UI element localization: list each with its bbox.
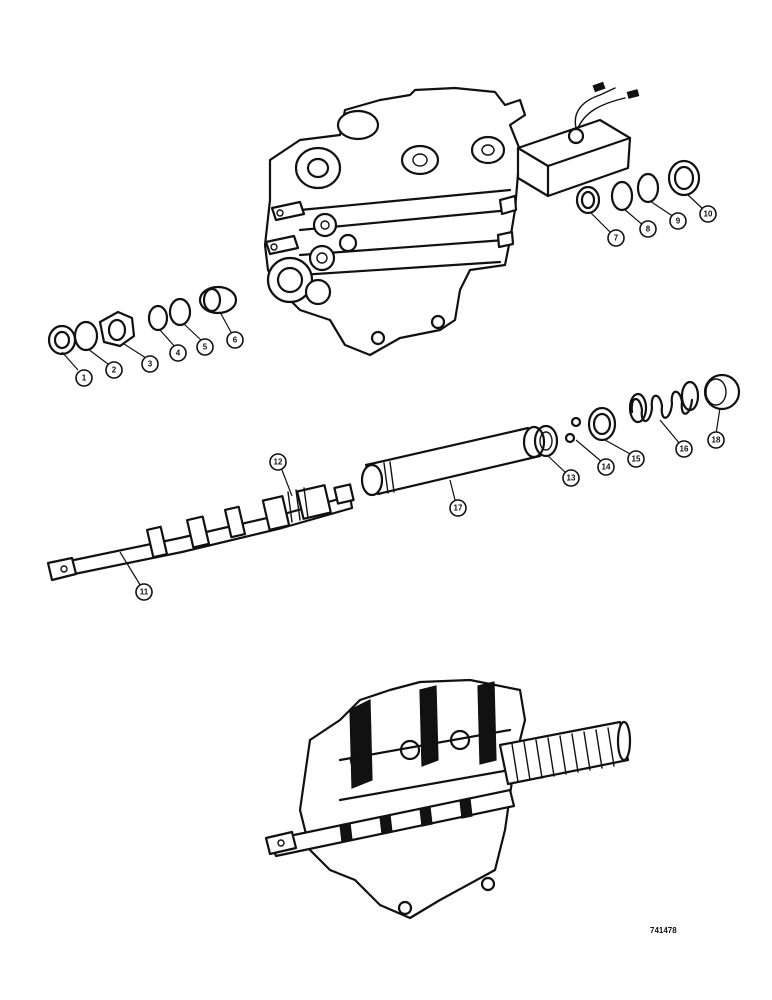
right-end-parts [575, 159, 701, 215]
callout-label: 2 [112, 366, 117, 375]
spool-assembly [46, 373, 741, 582]
callout-15: 15 [627, 450, 645, 468]
callout-12: 12 [269, 453, 287, 471]
callout-18: 18 [707, 431, 725, 449]
valve-body-assembly [263, 81, 640, 357]
callout-7: 7 [607, 229, 625, 247]
callout-label: 8 [646, 225, 651, 234]
figure-reference: 741478 [650, 926, 677, 935]
callout-14: 14 [597, 458, 615, 476]
callout-8: 8 [639, 220, 657, 238]
callout-label: 5 [203, 343, 208, 352]
callout-16: 16 [675, 440, 693, 458]
callout-label: 1 [82, 374, 87, 383]
callout-4: 4 [169, 344, 187, 362]
leader-lines [61, 194, 721, 589]
callout-17: 17 [449, 499, 467, 517]
callout-label: 14 [602, 463, 611, 472]
callout-label: 10 [704, 210, 713, 219]
callout-10: 10 [699, 205, 717, 223]
callout-label: 12 [274, 458, 283, 467]
callout-1: 1 [75, 369, 93, 387]
callout-label: 9 [676, 217, 681, 226]
cutaway-assembly-view [264, 678, 632, 920]
callout-13: 13 [562, 469, 580, 487]
callout-label: 13 [567, 474, 576, 483]
callout-label: 3 [148, 360, 153, 369]
callout-label: 6 [233, 336, 238, 345]
callout-label: 15 [632, 455, 641, 464]
callout-label: 18 [712, 436, 721, 445]
callout-label: 16 [680, 445, 689, 454]
callout-label: 17 [454, 504, 463, 513]
callout-11: 11 [135, 583, 153, 601]
callout-6: 6 [226, 331, 244, 349]
callout-label: 7 [614, 234, 619, 243]
callout-3: 3 [141, 355, 159, 373]
callout-label: 4 [176, 349, 181, 358]
callout-5: 5 [196, 338, 214, 356]
callout-label: 11 [140, 588, 149, 597]
callout-9: 9 [669, 212, 687, 230]
left-end-parts [47, 285, 238, 356]
callout-2: 2 [105, 361, 123, 379]
